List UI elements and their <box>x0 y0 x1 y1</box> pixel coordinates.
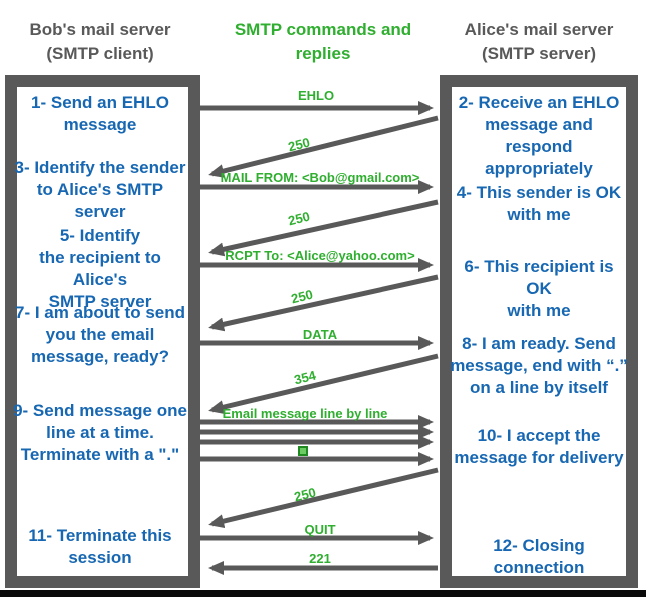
client-box <box>5 75 200 588</box>
client-header: Bob's mail server (SMTP client) <box>29 20 171 63</box>
label-email-lines: Email message line by line <box>222 406 388 421</box>
label-ehlo: EHLO <box>297 88 335 103</box>
arrow-250-ehlo-reply <box>208 115 439 178</box>
label-221: 221 <box>309 551 331 566</box>
server-step-10: 10- I accept the message for delivery <box>454 426 624 467</box>
server-step-12: 12- Closing connection <box>493 536 585 577</box>
client-step-3: 3- Identify the sender to Alice's SMTP s… <box>14 158 186 221</box>
server-box <box>440 75 638 588</box>
client-step-9: 9- Send message one line at a time. Term… <box>13 401 187 464</box>
legend-header: SMTP commands and replies <box>234 20 412 63</box>
client-step-1: 1- Send an EHLO message <box>31 93 169 134</box>
bottom-bar <box>0 590 646 597</box>
label-data: DATA <box>302 327 338 342</box>
server-header: Alice's mail server (SMTP server) <box>464 20 614 63</box>
server-step-6: 6- This recipient is OK with me <box>464 257 614 320</box>
server-step-8: 8- I am ready. Send message, end with “.… <box>450 334 628 397</box>
server-step-2: 2- Receive an EHLO message and respond a… <box>458 93 620 178</box>
label-quit: QUIT <box>304 522 336 537</box>
arrow-250-message-reply <box>208 467 439 529</box>
period-marker <box>298 446 308 456</box>
server-step-4: 4- This sender is OK with me <box>456 183 622 224</box>
arrow-250-mail-reply <box>208 199 439 257</box>
client-step-7: 7- I am about to send you the email mess… <box>14 303 186 366</box>
label-mail-from: MAIL FROM: <Bob@gmail.com> <box>220 170 420 185</box>
arrow-250-rcpt-reply <box>208 274 439 332</box>
label-rcpt-to: RCPT To: <Alice@yahoo.com> <box>225 248 415 263</box>
client-step-5: 5- Identify the recipient to Alice's SMT… <box>39 226 161 311</box>
client-step-11: 11- Terminate this session <box>28 526 172 567</box>
arrow-354-reply <box>208 353 439 415</box>
